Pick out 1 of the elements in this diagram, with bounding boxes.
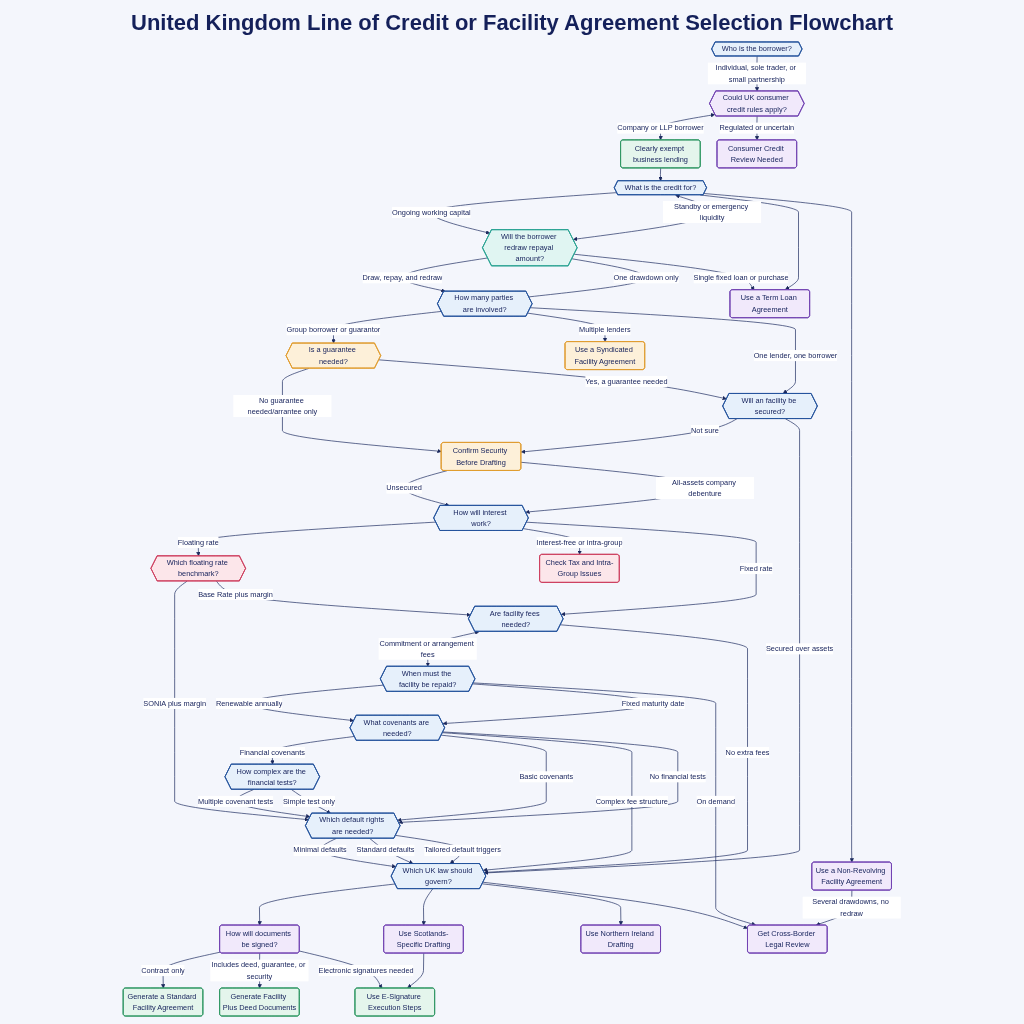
title: United Kingdom Line of Credit or Facility Agreement Selection Flowchart [131,10,893,36]
